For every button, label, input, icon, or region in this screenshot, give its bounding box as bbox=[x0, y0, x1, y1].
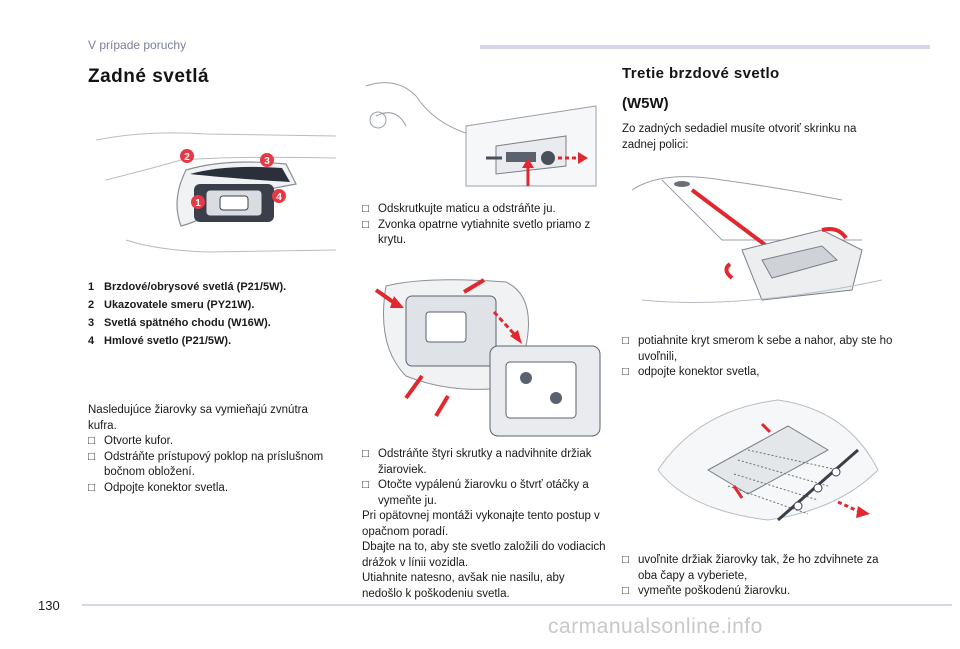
note-line: Dbajte na to, aby ste svetlo založili do… bbox=[362, 541, 606, 553]
intro-line-1: Nasledujúce žiarovky sa vymieňajú zvnútr… bbox=[88, 404, 308, 416]
right-top-instructions: □potiahnite kryt smerom k sebe a nahor, … bbox=[622, 334, 894, 381]
left-instructions: Nasledujúce žiarovky sa vymieňajú zvnútr… bbox=[88, 403, 350, 496]
bullet-item: □potiahnite kryt smerom k sebe a nahor, … bbox=[622, 335, 893, 363]
section-label: V prípade poruchy bbox=[88, 38, 187, 52]
bullet-item: □Odskrutkujte maticu a odstráňte ju. bbox=[362, 202, 610, 218]
square-bullet-icon: □ bbox=[622, 335, 629, 347]
note-line: opačnom poradí. bbox=[362, 525, 449, 538]
square-bullet-icon: □ bbox=[88, 481, 95, 494]
square-bullet-icon: □ bbox=[362, 203, 369, 215]
bullet-item: □odpojte konektor svetla, bbox=[622, 365, 894, 381]
callout-2: 2 bbox=[184, 152, 190, 163]
bullet-item: □Odstráňte štyri skrutky a nadvihnite dr… bbox=[362, 448, 592, 476]
middle-bottom-instructions: □Odstráňte štyri skrutky a nadvihnite dr… bbox=[362, 447, 618, 602]
right-intro: Zo zadných sedadiel musíte otvoriť skrin… bbox=[622, 123, 857, 151]
bullet-item: □Odstráňte prístupový poklop na príslušn… bbox=[88, 450, 324, 479]
page-number: 130 bbox=[38, 598, 60, 613]
header-bar bbox=[480, 45, 930, 49]
note-line: Utiahnite natesno, avšak nie nasilu, aby bbox=[362, 572, 565, 584]
bullet-item: □Otvorte kufor. bbox=[88, 434, 350, 450]
callout-1: 1 bbox=[195, 198, 201, 209]
right-bottom-instructions: □uvoľnite držiak žiarovky tak, že ho zdv… bbox=[622, 553, 894, 600]
intro-line-2: kufra. bbox=[88, 419, 117, 432]
footer-bar bbox=[82, 604, 952, 606]
callout-2-marker bbox=[180, 149, 194, 163]
page-title: Zadné svetlá bbox=[88, 66, 210, 87]
bullet-item: □Zvonka opatrne vytiahnite svetlo priamo… bbox=[362, 218, 591, 247]
bullet-item: □uvoľnite držiak žiarovky tak, že ho zdv… bbox=[622, 554, 879, 582]
bullet-item: □Otočte vypálenú žiarovku o štvrť otáčky… bbox=[362, 479, 589, 507]
square-bullet-icon: □ bbox=[362, 448, 369, 460]
callout-4-marker bbox=[272, 189, 286, 203]
note-line: nedošlo k poškodeniu svetla. bbox=[362, 587, 510, 600]
callout-3: 3 bbox=[264, 156, 270, 167]
square-bullet-icon: □ bbox=[622, 366, 629, 378]
callout-3-marker bbox=[260, 153, 274, 167]
callout-1-marker bbox=[191, 195, 205, 209]
square-bullet-icon: □ bbox=[88, 435, 95, 447]
third-brake-light-illustration bbox=[631, 176, 883, 303]
square-bullet-icon: □ bbox=[88, 450, 95, 463]
note-line: Pri opätovnej montáži vykonajte tento po… bbox=[362, 510, 600, 522]
square-bullet-icon: □ bbox=[622, 585, 629, 597]
square-bullet-icon: □ bbox=[622, 554, 629, 566]
square-bullet-icon: □ bbox=[362, 218, 369, 231]
bulb-carrier-illustration bbox=[657, 399, 879, 522]
bullet-item: □Odpojte konektor svetla. bbox=[88, 481, 350, 497]
section-subtitle: (W5W) bbox=[622, 95, 669, 112]
middle-top-instructions: □Odskrutkujte maticu a odstráňte ju. □Zv… bbox=[362, 202, 610, 249]
callout-4: 4 bbox=[276, 192, 282, 203]
bullet-item: □vymeňte poškodenú žiarovku. bbox=[622, 584, 894, 600]
nut-removal-illustration bbox=[365, 82, 597, 187]
tail-light-illustration: 1 2 3 4 bbox=[95, 132, 337, 253]
bulb-holder-illustration bbox=[374, 278, 601, 437]
section-title: Tretie brzdové svetlo bbox=[622, 65, 780, 82]
square-bullet-icon: □ bbox=[362, 479, 369, 491]
watermark: carmanualsonline.info bbox=[548, 615, 763, 638]
note-line: drážok v línii vozidla. bbox=[362, 556, 469, 569]
